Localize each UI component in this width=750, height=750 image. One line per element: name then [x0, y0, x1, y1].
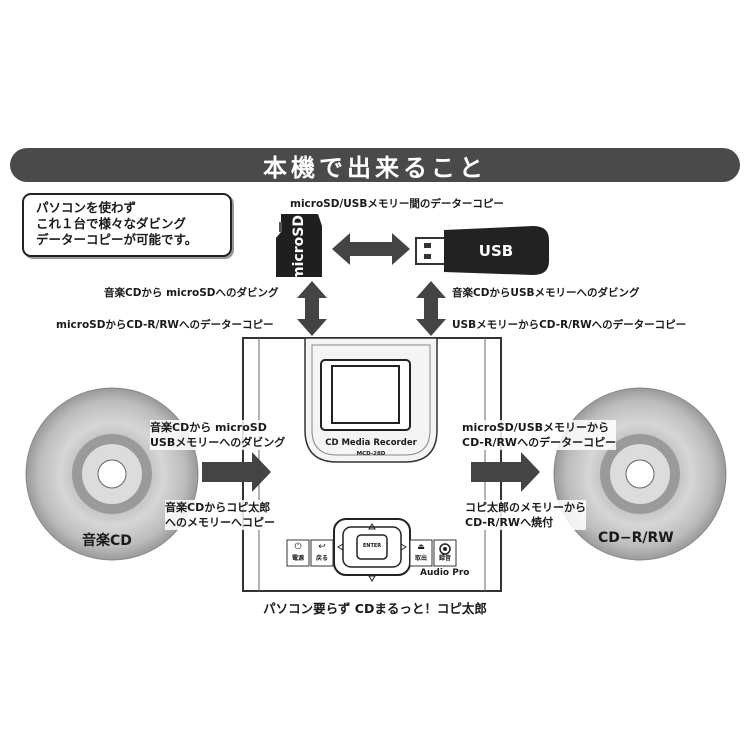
cdrw-label: CD−R/RW [598, 530, 674, 546]
left-vertical-arrow-icon [297, 281, 327, 336]
middle-right-text-bottom: コピ太郎のメモリーから CD-R/RWへ焼付 [465, 500, 586, 530]
middle-right-line-1: microSD/USBメモリーから [462, 421, 610, 434]
dpad [333, 518, 411, 582]
right-vertical-arrow-icon [416, 281, 446, 336]
middle-left-line-1: 音楽CDから microSD [150, 421, 267, 434]
eject-icon: ⏏ [417, 542, 425, 551]
usb-stick-icon [415, 226, 549, 275]
callout-line-3: データーコピーが可能です。 [36, 232, 198, 247]
record-button[interactable]: 録音 [434, 540, 456, 566]
intro-callout: パソコンを使わず これ１台で様々なダビング データーコピーが可能です。 [22, 193, 232, 257]
label-usb-to-cdrw: USBメモリーからCD-R/RWへのデーターコピー [452, 319, 687, 331]
middle-right-line-3: コピ太郎のメモリーから [465, 501, 586, 514]
power-button[interactable]: ⏻ 電源 [287, 540, 309, 566]
device-brand: Audio Pro [420, 568, 470, 578]
sd-usb-double-arrow-icon [332, 233, 410, 265]
eject-button[interactable]: ⏏ 取出 [410, 540, 432, 566]
device-name: CD Media Recorder [325, 438, 417, 448]
usb-label-wrap: USB [456, 232, 536, 270]
back-button[interactable]: ↩ 戻る [311, 540, 333, 566]
left-flow-arrow-icon [202, 452, 271, 492]
microsd-label-wrap: microSD [277, 215, 321, 281]
device-screen [320, 359, 411, 431]
callout-line-1: パソコンを使わず [36, 200, 137, 215]
page-title: 本機で出来ること [263, 153, 487, 182]
power-button-label: 電源 [291, 555, 304, 562]
power-icon: ⏻ [294, 542, 302, 552]
microsd-card-text: microSD [291, 215, 308, 281]
back-button-label: 戻る [315, 555, 328, 562]
record-button-label: 録音 [438, 555, 451, 562]
microsd-card-icon [276, 214, 322, 277]
middle-left-text-top: 音楽CDから microSD USBメモリーへのダビング [150, 420, 286, 450]
record-icon [434, 540, 456, 553]
label-cd-to-microsd: 音楽CDから microSDへのダビング [104, 287, 279, 299]
label-cd-to-usb: 音楽CDからUSBメモリーへのダビング [452, 287, 640, 299]
middle-right-line-2: CD-R/RWへのデーターコピー [462, 436, 617, 449]
enter-button[interactable]: ENTER [362, 543, 382, 549]
middle-left-line-2: USBメモリーへのダビング [150, 436, 286, 449]
middle-right-text-top: microSD/USBメモリーから CD-R/RWへのデーターコピー [462, 420, 617, 450]
callout-line-2: これ１台で様々なダビング [36, 216, 187, 231]
audio-cd-label: 音楽CD [82, 533, 132, 549]
eject-button-label: 取出 [414, 555, 427, 562]
back-icon: ↩ [318, 542, 326, 552]
usb-stick-text: USB [478, 242, 514, 260]
footer-caption: パソコン要らず CDまるっと！コピ太郎 [263, 601, 487, 616]
device-model: MCD-28D [356, 451, 386, 457]
label-microsd-to-cdrw: microSDからCD-R/RWへのデーターコピー [56, 319, 274, 331]
sd-usb-copy-label: microSD/USBメモリー間のデーターコピー [290, 198, 504, 210]
middle-left-line-4: へのメモリーへコピー [165, 516, 275, 529]
middle-right-line-4: CD-R/RWへ焼付 [465, 516, 554, 529]
title-banner: 本機で出来ること [10, 148, 740, 182]
right-flow-arrow-icon [471, 452, 540, 492]
middle-left-line-3: 音楽CDからコピ太郎 [165, 501, 271, 514]
middle-left-text-bottom: 音楽CDからコピ太郎 へのメモリーへコピー [165, 500, 275, 530]
